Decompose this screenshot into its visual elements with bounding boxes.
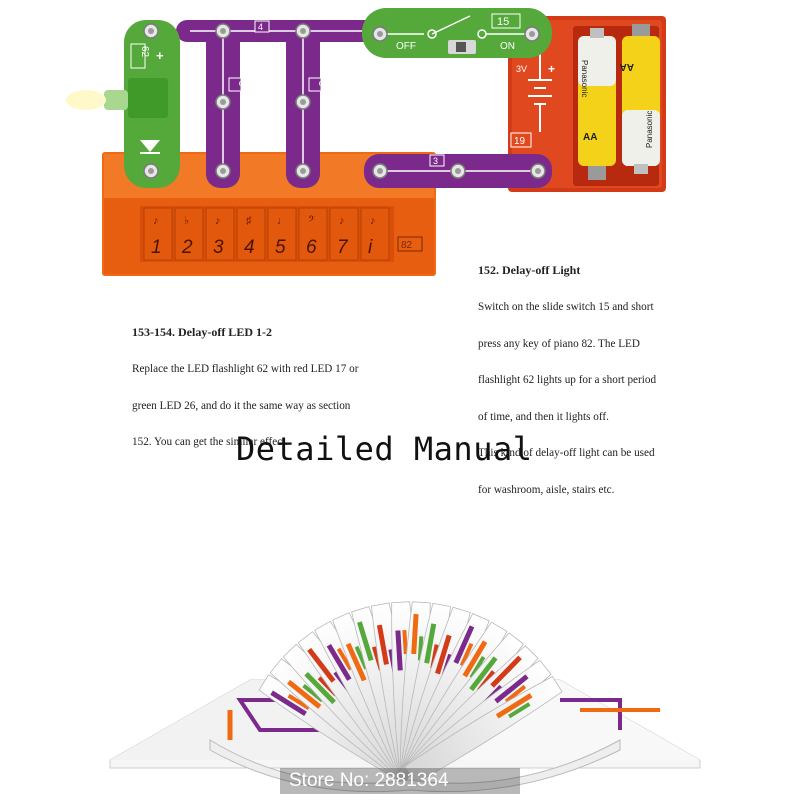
piano-key-number: 2 (181, 237, 193, 258)
piano-id-label: 82 (401, 240, 413, 251)
snap-connector-center (535, 168, 541, 174)
piano-key-note: ♪ (153, 215, 159, 227)
store-number-label: Store No: 2881364 (289, 770, 449, 791)
snap-connector-center (377, 168, 383, 174)
battery-brand-2: Panasonic (645, 111, 654, 148)
piano-key (298, 207, 328, 261)
snap-connector-center (377, 31, 383, 37)
section-153-title: 153-154. Delay-off LED 1-2 (132, 325, 272, 340)
piano-key-number: 3 (213, 237, 224, 258)
section-153-line: green LED 26, and do it the same way as … (132, 399, 351, 412)
battery-size-1: AA (583, 132, 597, 143)
piano-key (143, 207, 173, 261)
section-152-line: press any key of piano 82. The LED (478, 337, 640, 350)
slide-switch (362, 8, 552, 58)
battery-brand-1: Panasonic (580, 60, 589, 97)
section-153-line: 152. You can get the similar effect. (132, 436, 289, 449)
section-153-154: 153-154. Delay-off LED 1-2 Replace the L… (132, 302, 359, 461)
snap-connector-center (300, 168, 306, 174)
battery-voltage-label: 3V (516, 64, 527, 74)
snap-connector-center (455, 168, 461, 174)
section-153-line: Replace the LED flashlight 62 with red L… (132, 363, 359, 376)
switch-on-label: ON (500, 41, 515, 52)
page-heading: Detailed Manual (236, 430, 533, 468)
snap-connectors (143, 23, 546, 179)
wire-top-id: 4 (258, 22, 263, 32)
piano-key-note: ♪ (215, 215, 221, 227)
piano-key-number: i (368, 237, 373, 258)
section-152: 152. Delay-off Light Switch on the slide… (478, 240, 656, 508)
piano-key-number: 1 (151, 237, 162, 258)
section-152-title: 152. Delay-off Light (478, 263, 581, 278)
section-152-line: of time, and then it lights off. (478, 410, 609, 423)
led-plus-label: + (156, 48, 164, 63)
battery-holder (508, 16, 666, 192)
snap-connector-center (148, 168, 154, 174)
section-152-line: Switch on the slide switch 15 and short (478, 301, 654, 314)
book-page (404, 676, 563, 785)
piano-key-number: 7 (337, 237, 349, 258)
snap-connector-center (300, 99, 306, 105)
piano-key (267, 207, 297, 261)
switch-off-label: OFF (396, 41, 416, 52)
section-152-line: for washroom, aisle, stairs etc. (478, 484, 615, 497)
piano-key-number: 4 (244, 237, 255, 258)
manual-book-illustration (109, 601, 701, 794)
battery-size-2: AA (620, 61, 634, 72)
piano-key-note: ♩ (277, 215, 288, 227)
piano-key-note: ♭ (184, 215, 189, 227)
circuit-illustration: Panasonic AA Panasonic AA 3V + 19 82 ♪ 1 ♭… (66, 8, 666, 276)
piano-key-note: 𝄢 (308, 215, 315, 227)
piano-key-note: ♪ (370, 215, 376, 227)
snap-connector-center (220, 168, 226, 174)
snap-connector-center (220, 99, 226, 105)
wire-left-id: 3 (237, 81, 247, 86)
piano-key (360, 207, 390, 261)
piano-key-note: ♯ (246, 215, 252, 227)
wire-bottom-id: 3 (433, 156, 438, 166)
led-id-label: 62 (139, 46, 150, 58)
battery-id-label: 19 (514, 136, 526, 147)
piano-key (174, 207, 204, 261)
piano-key (236, 207, 266, 261)
fanned-pages (258, 601, 563, 785)
battery-plus-label: + (548, 62, 555, 76)
switch-id-label: 15 (497, 16, 509, 28)
section-152-line: This kind of delay-off light can be used (478, 447, 655, 460)
piano-key-number: 6 (306, 237, 317, 258)
wire-right-id: 3 (317, 81, 327, 86)
piano-key (329, 207, 359, 261)
led-module (66, 20, 180, 188)
snap-connector-center (220, 28, 226, 34)
snap-connector-center (148, 28, 154, 34)
snap-connector-center (529, 31, 535, 37)
piano-key-number: 5 (275, 237, 286, 258)
piano-keys: ♪ 1 ♭ 2 ♪ 3 ♯ 4 ♩ 5 𝄢 6 ♪ 7 ♪ i (143, 207, 390, 261)
section-152-line: flashlight 62 lights up for a short peri… (478, 374, 657, 387)
snap-connector-center (300, 28, 306, 34)
piano-key (205, 207, 235, 261)
piano-key-note: ♪ (339, 215, 345, 227)
